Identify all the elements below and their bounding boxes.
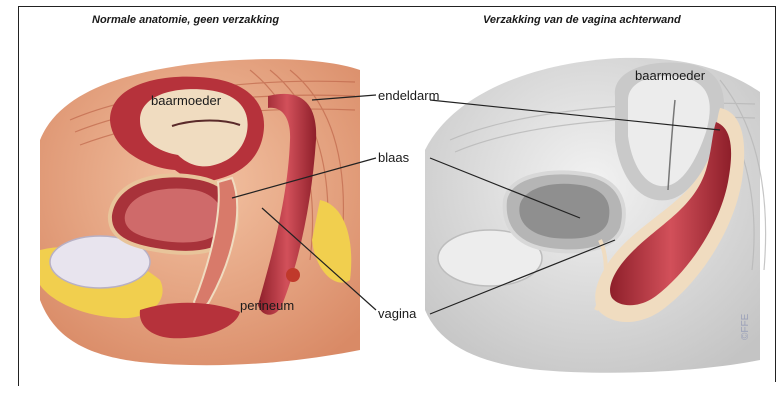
label-blaas: blaas xyxy=(378,150,410,165)
label-perineum: perineum xyxy=(240,298,294,313)
label-baarmoeder-right: baarmoeder xyxy=(635,68,706,83)
label-vagina: vagina xyxy=(378,306,417,321)
label-endeldarm: endeldarm xyxy=(378,88,439,103)
label-baarmoeder-left: baarmoeder xyxy=(151,93,222,108)
anal-sphincter xyxy=(286,268,300,282)
artist-signature: ©FFE xyxy=(740,313,751,340)
